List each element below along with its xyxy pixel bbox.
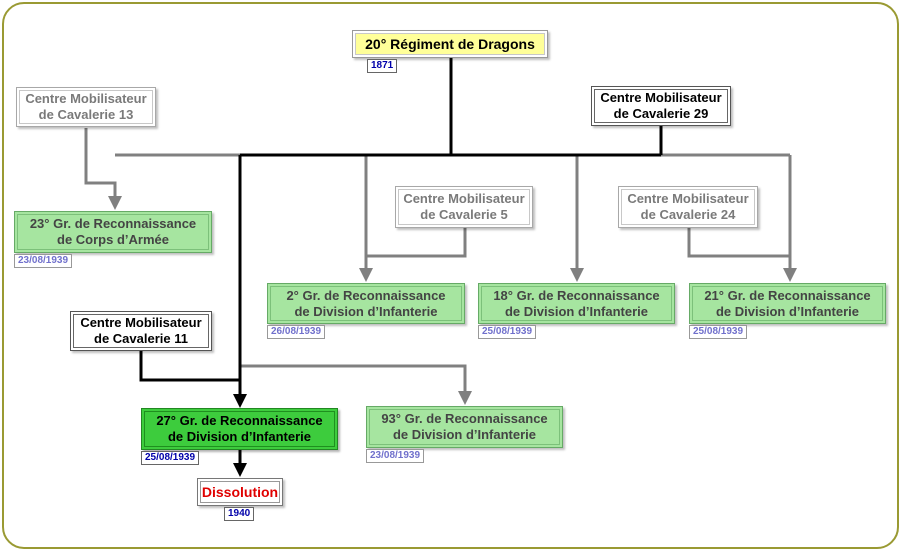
gr23-line1: 23° Gr. de Reconnaissance <box>29 216 197 231</box>
cm13-line1: Centre Mobilisateur <box>25 91 147 106</box>
gr2-box: 2° Gr. de Reconnaissance de Division d’I… <box>267 283 465 324</box>
gr23-box: 23° Gr. de Reconnaissance de Corps d’Arm… <box>14 211 212 253</box>
gr23-line2: de Corps d’Armée <box>57 232 169 247</box>
gr2-line2: de Division d’Infanterie <box>294 303 438 319</box>
arrowhead-gr93 <box>458 391 472 405</box>
gr21-line1: 21° Gr. de Reconnaissance <box>704 287 871 303</box>
gr21-line2: de Division d’Infanterie <box>715 303 860 319</box>
grey-arrowheads <box>108 196 797 405</box>
dissolution-date: 1940 <box>224 507 255 521</box>
cm24-line1: Centre Mobilisateur <box>627 191 749 206</box>
connector-cm24-to-gr21 <box>687 228 790 258</box>
connector-cm13-to-gr23 <box>84 128 117 200</box>
cm24-line2: de Cavalerie 24 <box>640 207 736 222</box>
cm11-line1: Centre Mobilisateur <box>80 315 202 330</box>
black-arrowheads <box>233 394 247 477</box>
arrowhead-gr27 <box>233 394 247 408</box>
gr27-date: 25/08/1939 <box>141 451 200 465</box>
gr93-line1: 93° Gr. de Reconnaissance <box>381 411 548 426</box>
grey-connectors <box>84 128 792 393</box>
root-regiment-label: 20° Régiment de Dragons <box>365 36 535 52</box>
cm5-box: Centre Mobilisateur de Cavalerie 5 <box>395 186 533 228</box>
dissolution-label: Dissolution <box>201 484 279 500</box>
gr93-date: 23/08/1939 <box>366 449 425 463</box>
gr18-line1: 18° Gr. de Reconnaissance <box>493 287 660 303</box>
cm13-line2: de Cavalerie 13 <box>38 107 134 122</box>
cm13-box: Centre Mobilisateur de Cavalerie 13 <box>16 87 156 127</box>
arrowhead-gr23 <box>108 196 122 210</box>
gr21-box: 21° Gr. de Reconnaissance de Division d’… <box>689 283 886 324</box>
cm29-line2: de Cavalerie 29 <box>613 106 709 121</box>
gr27-line1: 27° Gr. de Reconnaissance <box>156 413 323 428</box>
gr18-line2: de Division d’Infanterie <box>504 303 649 319</box>
root-regiment-date: 1871 <box>367 59 398 73</box>
arrowhead-gr18 <box>570 268 584 282</box>
cm29-line1: Centre Mobilisateur <box>600 90 722 105</box>
cm11-box: Centre Mobilisateur de Cavalerie 11 <box>70 311 212 351</box>
gr27-line2: de Division d’Infanterie <box>167 429 312 444</box>
black-connectors <box>139 57 663 466</box>
cm11-line2: de Cavalerie 11 <box>94 331 188 346</box>
gr18-box: 18° Gr. de Reconnaissance de Division d’… <box>478 283 675 324</box>
connector-to-gr93 <box>240 364 467 393</box>
cm5-line2: de Cavalerie 5 <box>420 207 508 222</box>
gr93-line2: de Division d’Infanterie <box>392 427 537 442</box>
arrowhead-gr21 <box>783 268 797 282</box>
gr21-date: 25/08/1939 <box>689 325 748 339</box>
connector-cm5-to-gr2 <box>366 228 467 258</box>
cm29-box: Centre Mobilisateur de Cavalerie 29 <box>591 86 731 126</box>
root-regiment-box: 20° Régiment de Dragons <box>352 30 548 58</box>
cm24-box: Centre Mobilisateur de Cavalerie 24 <box>618 186 758 228</box>
gr2-date: 26/08/1939 <box>267 325 326 339</box>
gr2-line1: 2° Gr. de Reconnaissance <box>286 287 446 303</box>
gr93-box: 93° Gr. de Reconnaissance de Division d’… <box>366 406 563 448</box>
arrowhead-gr2 <box>359 268 373 282</box>
arrowhead-dissolution <box>233 463 247 477</box>
gr23-date: 23/08/1939 <box>14 254 73 268</box>
dissolution-box: Dissolution <box>197 478 283 506</box>
cm5-line1: Centre Mobilisateur <box>403 191 525 206</box>
gr27-box: 27° Gr. de Reconnaissance de Division d’… <box>141 408 338 450</box>
gr18-date: 25/08/1939 <box>478 325 537 339</box>
connector-cm11-to-gr27 <box>139 351 240 382</box>
